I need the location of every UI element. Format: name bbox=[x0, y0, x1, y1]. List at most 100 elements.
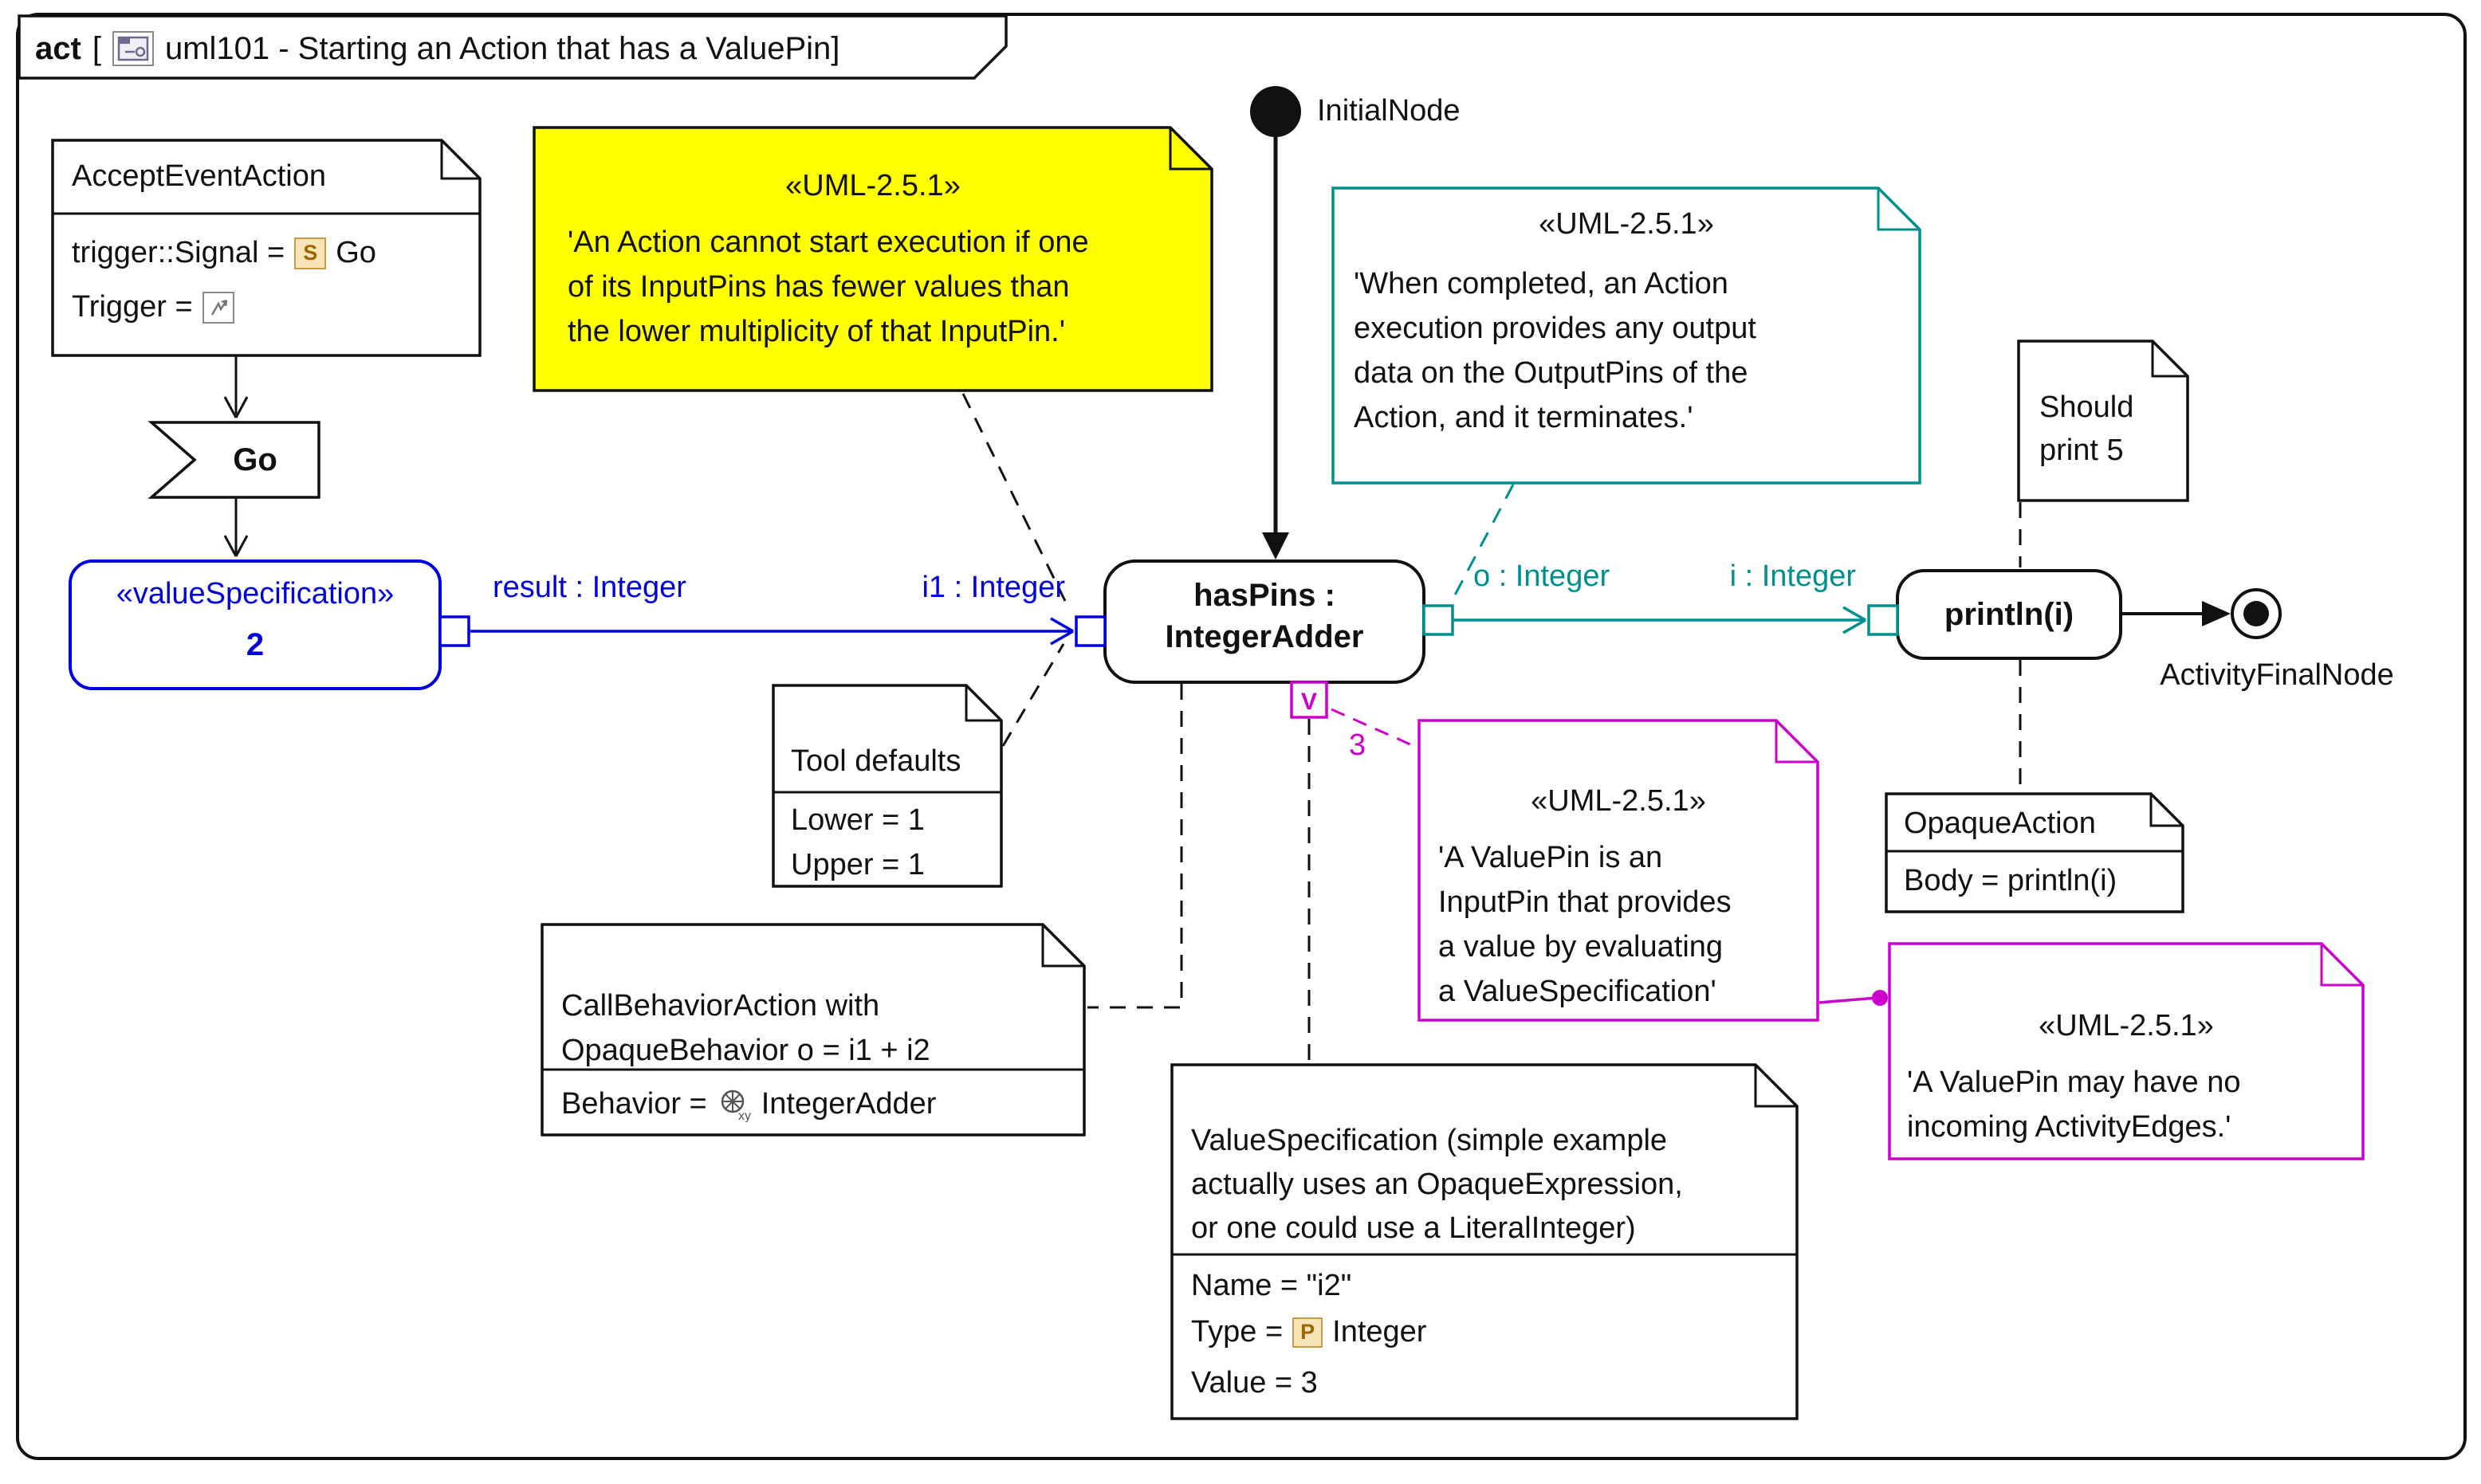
accept-note-title: AcceptEventAction bbox=[72, 159, 326, 193]
teal-uml-note-fold bbox=[1877, 188, 1920, 231]
no-incoming-uml-note[interactable] bbox=[1888, 942, 2365, 1160]
opaque-behavior-icon: xy bbox=[717, 1086, 752, 1122]
anchor-teal-note-to-o-pin bbox=[1449, 484, 1515, 603]
initial-node[interactable] bbox=[1250, 86, 1301, 137]
call-behavior-note[interactable] bbox=[541, 923, 1086, 1137]
should-print-note[interactable] bbox=[2017, 340, 2189, 502]
accept-event-note[interactable] bbox=[51, 139, 482, 357]
yellow-note-header: «UML-2.5.1» bbox=[785, 169, 961, 202]
value-pin-uml-note-fold bbox=[1775, 720, 1818, 764]
frame-keyword: act bbox=[35, 30, 81, 66]
teal-note-header: «UML-2.5.1» bbox=[1539, 207, 1714, 241]
svg-text:xy: xy bbox=[738, 1109, 751, 1122]
teal-note-line: 'When completed, an Action bbox=[1354, 267, 1728, 300]
value-spec-value: 2 bbox=[246, 627, 265, 662]
frame-title-tab[interactable] bbox=[18, 14, 1008, 80]
go-signal-label: Go bbox=[233, 442, 277, 477]
value-pin-note-header: «UML-2.5.1» bbox=[1531, 784, 1706, 818]
value-specification-body: ValueSpecification (simple example actua… bbox=[1191, 1119, 1683, 1250]
should-print-line: print 5 bbox=[2039, 434, 2124, 467]
anchor-yellow-note-to-i1-pin bbox=[961, 393, 1067, 602]
type-prefix: Type = bbox=[1191, 1315, 1284, 1349]
trigger-prefix: Trigger = bbox=[72, 290, 193, 324]
tool-defaults-row-lower: Lower = 1 bbox=[791, 803, 925, 837]
yellow-uml-note[interactable] bbox=[533, 126, 1213, 392]
yellow-note-line: 'An Action cannot start execution if one bbox=[568, 226, 1089, 259]
value-specification-line: ValueSpecification (simple example bbox=[1191, 1124, 1668, 1157]
println-label: println(i) bbox=[1944, 597, 2074, 632]
opaque-action-title: OpaqueAction bbox=[1904, 807, 2096, 840]
link-magenta-dot bbox=[1872, 990, 1888, 1006]
opaque-action-note[interactable] bbox=[1885, 792, 2184, 913]
signal-value: Go bbox=[336, 236, 376, 269]
value-pin-uml-note[interactable] bbox=[1417, 719, 1819, 1022]
no-incoming-line: 'A ValuePin may have no bbox=[1907, 1066, 2241, 1099]
activity-final-node-core bbox=[2243, 601, 2269, 626]
value-pin-glyph: V bbox=[1300, 689, 1317, 715]
yellow-note-line: of its InputPins has fewer values than bbox=[568, 270, 1070, 304]
i1-pin-label: i1 : Integer bbox=[922, 571, 1065, 604]
value-spec-stereotype: «valueSpecification» bbox=[116, 577, 395, 610]
anchor-call-behavior-to-adder bbox=[1087, 684, 1183, 1009]
link-magenta-notes bbox=[1818, 996, 1877, 1004]
value-pin-note-line: a ValueSpecification' bbox=[1438, 975, 1716, 1008]
final-node-label: ActivityFinalNode bbox=[2160, 658, 2394, 692]
accept-note-signal-row: trigger::Signal = S Go bbox=[72, 236, 376, 270]
edge-o-arrowhead bbox=[1842, 606, 1866, 634]
should-print-body: Should print 5 bbox=[2039, 386, 2133, 472]
tool-defaults-row-upper: Upper = 1 bbox=[791, 848, 925, 881]
i-pin-label: i : Integer bbox=[1729, 559, 1856, 593]
yellow-uml-note-fold bbox=[1169, 128, 1212, 171]
i1-input-pin[interactable] bbox=[1075, 615, 1107, 647]
o-output-pin[interactable] bbox=[1422, 604, 1454, 636]
frame-diagram-name: uml101 - Starting an Action that has a V… bbox=[164, 30, 840, 66]
diagram-frame bbox=[16, 13, 2467, 1460]
accept-note-trigger-row: Trigger = bbox=[72, 290, 234, 324]
result-output-pin[interactable] bbox=[438, 615, 470, 647]
edge-final-arrowhead bbox=[2202, 601, 2231, 626]
o-pin-label: o : Integer bbox=[1473, 559, 1610, 593]
behavior-value: IntegerAdder bbox=[761, 1086, 937, 1121]
edge-note-to-go-arrowhead bbox=[223, 396, 249, 418]
edge-initial-arrowhead bbox=[1262, 532, 1289, 559]
i-input-pin[interactable] bbox=[1867, 604, 1899, 636]
opaque-action-note-fold bbox=[2149, 794, 2183, 827]
value-specification-note[interactable] bbox=[1170, 1063, 1799, 1420]
teal-note-line: Action, and it terminates.' bbox=[1354, 401, 1693, 434]
value-specification-note-fold bbox=[1754, 1065, 1797, 1108]
type-value: Integer bbox=[1332, 1315, 1427, 1349]
value-pin[interactable] bbox=[1290, 681, 1328, 719]
anchor-value-pin-to-magenta-note bbox=[1331, 708, 1418, 749]
value-specification-name-row: Name = "i2" bbox=[1191, 1269, 1352, 1302]
value-pin-note-line: 'A ValuePin is an bbox=[1438, 841, 1663, 874]
go-signal-shape[interactable] bbox=[147, 421, 320, 499]
no-incoming-line: incoming ActivityEdges.' bbox=[1907, 1110, 2231, 1144]
adder-name-line2: IntegerAdder bbox=[1165, 619, 1364, 654]
activity-diagram-icon bbox=[112, 31, 154, 66]
value-specification-value-row: Value = 3 bbox=[1191, 1366, 1318, 1400]
accept-event-note-fold bbox=[440, 140, 480, 180]
opaque-action-body-row: Body = println(i) bbox=[1904, 864, 2117, 897]
tool-defaults-title: Tool defaults bbox=[791, 744, 961, 778]
teal-note-line: data on the OutputPins of the bbox=[1354, 356, 1748, 390]
tool-defaults-note[interactable] bbox=[772, 684, 1003, 888]
signal-prefix: trigger::Signal = bbox=[72, 236, 285, 269]
call-behavior-note-fold bbox=[1041, 925, 1084, 968]
value-specification-line: or one could use a LiteralInteger) bbox=[1191, 1211, 1636, 1245]
should-print-note-fold bbox=[2151, 341, 2188, 378]
value-specification-type-row: Type = P Integer bbox=[1191, 1315, 1426, 1349]
value-specification-line: actually uses an OpaqueExpression, bbox=[1191, 1168, 1683, 1201]
edge-result-arrowhead bbox=[1050, 617, 1074, 646]
behavior-prefix: Behavior = bbox=[561, 1086, 707, 1121]
call-behavior-line: CallBehaviorAction with bbox=[561, 989, 880, 1023]
call-behavior-line: OpaqueBehavior o = i1 + i2 bbox=[561, 1034, 930, 1067]
teal-note-body: 'When completed, an Action execution pro… bbox=[1354, 261, 1756, 440]
trigger-icon bbox=[202, 291, 234, 324]
value-pin-value-label: 3 bbox=[1349, 728, 1366, 762]
call-behavior-body: CallBehaviorAction with OpaqueBehavior o… bbox=[561, 983, 930, 1073]
property-icon: P bbox=[1292, 1317, 1323, 1348]
should-print-line: Should bbox=[2039, 391, 2134, 424]
teal-uml-note[interactable] bbox=[1331, 186, 1921, 485]
